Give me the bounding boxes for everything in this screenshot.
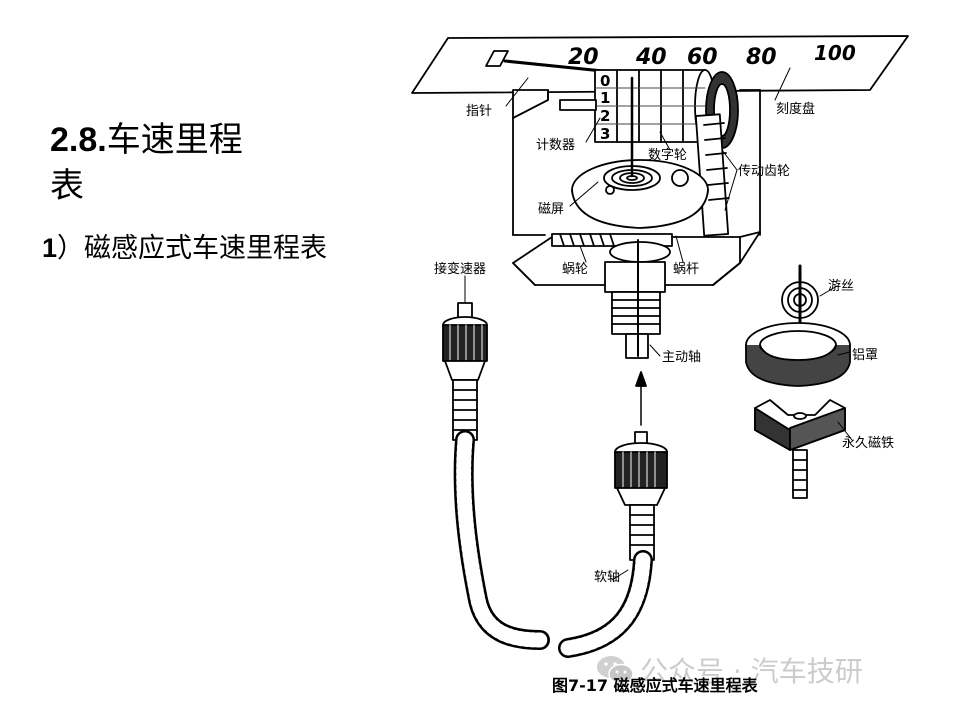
- wechat-icon: [597, 656, 634, 685]
- figure-caption: 图7-17 磁感应式车速里程表: [552, 676, 758, 695]
- label-worm: 蜗杆: [673, 262, 700, 277]
- label-to-transmission: 接变速器: [434, 262, 487, 277]
- drum-digit-3: 3: [600, 125, 610, 143]
- main-shaft-drawing: [604, 239, 666, 359]
- watermark-text: 公众号 · 汽车技研: [640, 655, 863, 688]
- aluminum-cup-drawing: [745, 322, 851, 387]
- housing-top: [512, 89, 549, 119]
- label-magnetic-shield: 磁屏: [538, 202, 565, 217]
- title-number: 2.8.: [50, 121, 107, 159]
- label-worm-wheel: 蜗轮: [562, 262, 589, 277]
- dial-number-20: 20: [568, 45, 599, 70]
- label-pointer: 指针: [466, 104, 493, 119]
- flexible-shaft-connector-drawing: [614, 431, 668, 561]
- dial-number-60: 60: [687, 45, 718, 70]
- title-text-line1: 车速里程: [106, 120, 243, 160]
- worm-drawing: [551, 233, 673, 263]
- page-title: 2.8.车速里程: [50, 118, 243, 162]
- watermark: 公众号 · 汽车技研: [596, 650, 863, 690]
- subtitle-text: ）磁感应式车速里程表: [57, 233, 328, 264]
- page-title-continued: 表: [50, 166, 84, 206]
- dial-numbers: 20 40 60 80 100: [568, 41, 856, 70]
- label-dial: 刻度盘: [776, 102, 816, 117]
- drum-digits: 0 1 2 3: [600, 72, 610, 143]
- label-aluminum-cup: 铝罩: [852, 348, 879, 363]
- dial-plate: [411, 35, 909, 94]
- label-flexible-shaft: 软轴: [594, 570, 621, 585]
- label-main-shaft: 主动轴: [662, 350, 702, 365]
- subtitle-number: 1: [42, 233, 58, 263]
- label-counter: 计数器: [536, 138, 576, 153]
- drum-digit-0: 0: [600, 72, 610, 90]
- label-hairspring: 游丝: [828, 279, 855, 294]
- pointer-window: [485, 50, 509, 67]
- magnetic-shield-drawing: [571, 76, 709, 229]
- dial-number-100: 100: [814, 41, 856, 65]
- dial-number-80: 80: [746, 45, 777, 70]
- label-digit-wheel: 数字轮: [648, 148, 688, 163]
- label-drive-gear: 传动齿轮: [738, 164, 791, 179]
- dial-number-40: 40: [635, 45, 667, 70]
- section-subtitle: 1）磁感应式车速里程表: [42, 230, 327, 267]
- drum-digit-1: 1: [600, 89, 610, 107]
- leader-lines: [464, 67, 853, 581]
- transmission-connector-drawing: [442, 302, 488, 441]
- drum-digit-2: 2: [600, 107, 610, 125]
- permanent-magnet-drawing: [754, 399, 846, 499]
- label-permanent-magnet: 永久磁铁: [842, 436, 895, 451]
- drive-gear-drawing: [694, 71, 739, 237]
